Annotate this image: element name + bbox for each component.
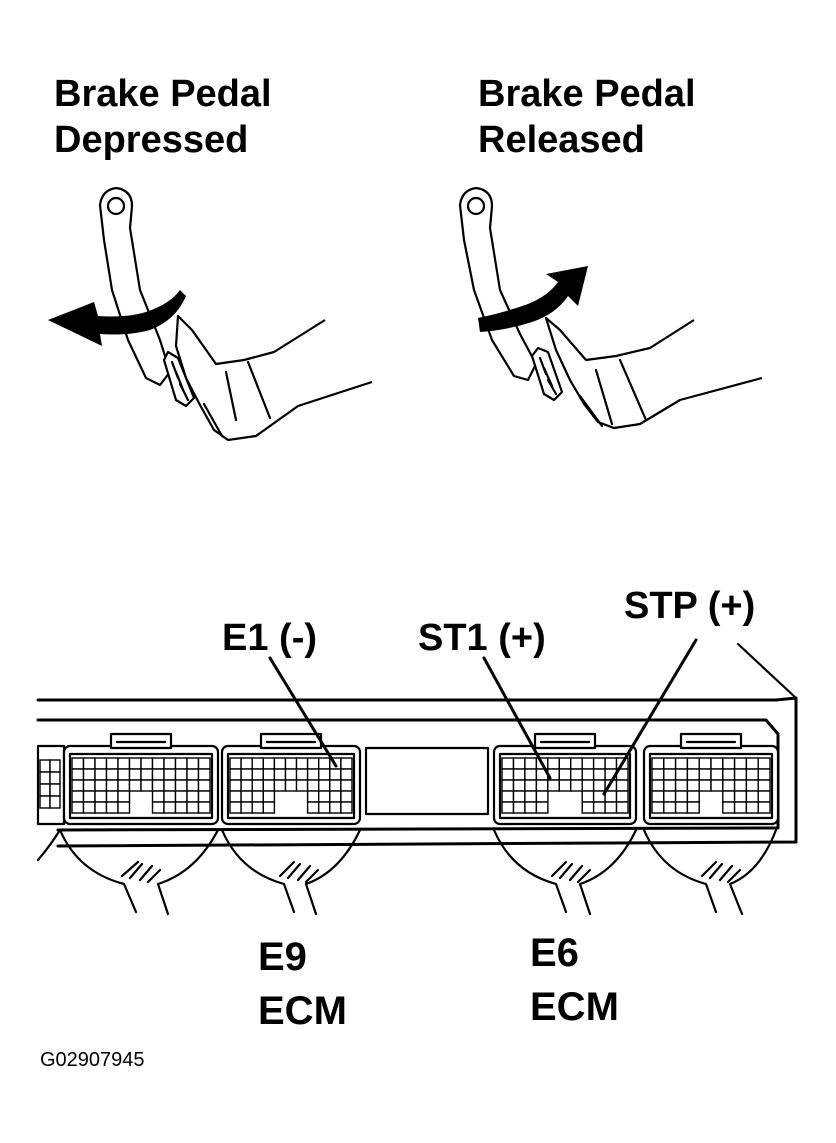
pin-label-st1: ST1 (+)	[418, 617, 546, 659]
pin-label-stp: STP (+)	[624, 585, 755, 627]
connector-label-e9: E9	[258, 935, 307, 979]
connector-label-e6: E6	[530, 931, 579, 975]
connector-label-e6-ecm: ECM	[530, 985, 619, 1029]
ecm-unit	[36, 642, 798, 848]
connector-4	[642, 732, 780, 826]
ecm-center-window	[364, 746, 490, 816]
connector-partial-grid	[39, 759, 61, 809]
pin-leader-lines	[268, 638, 698, 796]
pedal-released-illustration	[458, 186, 763, 430]
released-title-line1: Brake Pedal	[478, 73, 696, 115]
wire-harnesses	[36, 828, 778, 916]
connector-1	[62, 732, 220, 826]
figure-code: G02907945	[40, 1049, 145, 1071]
connector-e9	[220, 732, 362, 826]
pedal-depressed-illustration	[48, 186, 373, 442]
depressed-title-line2: Depressed	[54, 119, 248, 161]
connector-e6	[492, 732, 638, 826]
depressed-title-line1: Brake Pedal	[54, 73, 272, 115]
connector-label-e9-ecm: ECM	[258, 989, 347, 1033]
pin-label-e1: E1 (-)	[222, 617, 317, 659]
released-title-line2: Released	[478, 119, 645, 161]
